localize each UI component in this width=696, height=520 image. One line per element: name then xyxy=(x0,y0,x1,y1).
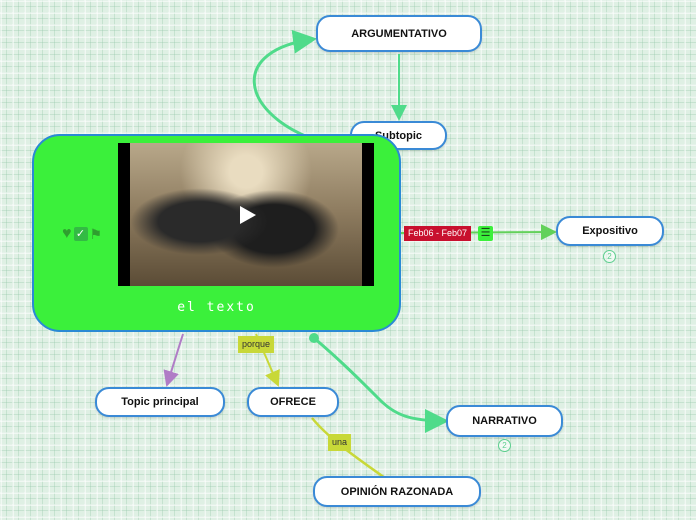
heart-icon: ♥ xyxy=(62,225,72,242)
checkmark-icon: ✓ xyxy=(73,227,88,241)
central-topic[interactable]: ♥ ✓ ⚑ el texto xyxy=(32,134,401,332)
connector-label-porque[interactable]: porque xyxy=(238,336,275,353)
node-narrativo-label: NARRATIVO xyxy=(472,415,537,427)
connector-label-una[interactable]: una xyxy=(328,434,352,451)
node-ofrece[interactable]: OFRECE xyxy=(247,387,339,417)
node-argumentativo[interactable]: ARGUMENTATIVO xyxy=(316,15,482,52)
node-opinion-razonada-label: OPINIÓN RAZONADA xyxy=(340,485,454,498)
node-topic-principal[interactable]: Topic principal xyxy=(95,387,225,417)
node-argumentativo-label: ARGUMENTATIVO xyxy=(351,27,447,40)
link-argumentativo xyxy=(252,29,317,140)
node-topic-principal-label: Topic principal xyxy=(121,396,199,408)
node-narrativo[interactable]: NARRATIVO xyxy=(446,405,563,437)
link-topic-principal xyxy=(163,333,184,387)
node-ofrece-label: OFRECE xyxy=(270,396,316,408)
play-icon[interactable] xyxy=(240,205,256,224)
central-icons: ♥ ✓ ⚑ xyxy=(62,226,102,242)
node-opinion-razonada[interactable]: OPINIÓN RAZONADA xyxy=(313,476,481,507)
expositivo-collapsed-count[interactable]: 2 xyxy=(603,250,616,263)
list-icon[interactable]: ☰ xyxy=(478,226,493,241)
video-thumbnail[interactable] xyxy=(118,143,374,286)
narrativo-collapsed-count[interactable]: 2 xyxy=(498,439,511,452)
link-narrativo xyxy=(313,336,449,433)
date-range-tag[interactable]: Feb06 - Feb07 xyxy=(404,226,472,241)
flag-icon: ⚑ xyxy=(89,226,103,242)
node-expositivo[interactable]: Expositivo xyxy=(556,216,664,246)
link-narrativo-dot xyxy=(309,333,319,343)
node-expositivo-label: Expositivo xyxy=(582,225,638,237)
central-topic-label: el texto xyxy=(177,300,256,315)
